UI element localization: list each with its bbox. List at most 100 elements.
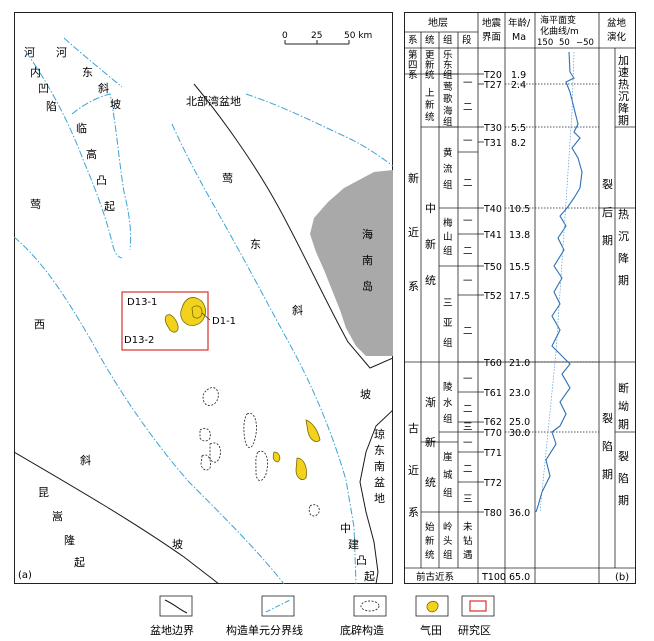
label-qiongdongnan-2: 东 [374,444,385,457]
diapir-structure [243,412,257,448]
age-12: 30.0 [509,428,530,439]
sys-paleogene-2: 近 [408,464,419,477]
stage-accel-4: 沉 [618,90,629,103]
stage-fault-2: 坳 [618,399,629,413]
unit-boundary [171,123,357,584]
member-1: 一 [463,78,473,89]
stage-accel-6: 期 [618,114,629,127]
header-age-2: Ma [512,32,526,43]
header-group: 组 [443,34,453,46]
label-lingao-3: 凸 [96,174,107,187]
scale-bar: 0 25 50 km [282,31,372,45]
gas-field [272,451,281,463]
stage-riftdep-3: 期 [618,494,629,507]
member-8: 二 [463,326,473,337]
label-yingxi-2: 斜 [80,454,91,467]
stage-thermal-1: 热 [618,208,629,221]
sys-pre-paleogene: 前古近系 [416,571,454,583]
strat-frame [404,12,636,584]
age-8: 17.5 [509,291,530,302]
group-yinggehai-1: 莺 [443,81,453,93]
group-ledong-1: 乐 [443,49,453,61]
age-13: 36.0 [509,508,530,519]
header-seismic-1: 地震 [482,17,502,29]
horizon-t70: T70 [483,428,502,439]
label-hedong-1: 河 [56,46,67,59]
member-7: 一 [463,276,473,287]
stage-accel-1: 加 [618,54,629,67]
diapir-structure [308,504,320,517]
map-panel: D13-1 D13-2 D1-1 0 25 50 km 北部湾盆地 河 内 凹 … [14,12,393,584]
member-5: 一 [463,216,473,227]
series-miocene-1: 中 [425,202,436,215]
group-sanya-2: 亚 [443,318,453,329]
legend-label-study-area: 研究区 [458,623,491,637]
stage-fault-3: 期 [618,418,629,431]
age-3: 5.5 [511,123,526,134]
not-drilled-3: 遇 [463,550,473,561]
gas-field [295,457,307,480]
label-hedong-4: 坡 [110,98,121,111]
stage-rift-3: 期 [602,468,613,481]
stage-thermal-4: 期 [618,274,629,287]
basin-boundary [14,451,220,584]
legend-basin-boundary: 盆地边界 [150,595,194,637]
group-meishan-2: 山 [443,232,453,243]
leader-line [201,312,211,321]
stage-accel-2: 速 [618,66,629,79]
horizon-t40: T40 [483,204,502,215]
horizon-t80: T80 [483,508,502,519]
label-hainan-3: 岛 [362,279,373,293]
horizon-t52: T52 [483,291,502,302]
not-drilled-1: 未 [463,521,473,533]
legend-label-gas-field: 气田 [420,623,442,637]
group-ledong-3: 组 [443,69,453,81]
sea-level-reference [539,51,575,513]
member-6: 二 [463,246,473,257]
diapir-structure [202,387,219,406]
member-9: 一 [463,374,473,385]
stage-thermal-3: 降 [618,251,629,265]
label-yingdong-3: 斜 [292,304,303,317]
series-holocene-2: 新 [425,59,435,71]
horizon-t71: T71 [483,448,502,459]
strat-panel: 地层 系 统 组 段 地震 界面 年龄/ Ma 海平面变 化曲线/m 150 5… [404,12,636,584]
label-lingao-1: 临 [76,121,87,135]
label-zhongjian-2: 建 [348,537,359,551]
label-hanei-2: 内 [30,65,41,79]
group-huangliu-1: 黄 [443,147,453,159]
header-age-1: 年龄/ [508,17,531,29]
sys-quaternary-3: 系 [408,70,418,81]
sys-neogene-3: 系 [408,280,419,293]
series-eocene-1: 始 [425,521,435,533]
label-yingdong-4: 坡 [360,388,371,401]
label-kunsong-2: 嵩 [52,510,63,523]
horizon-t20: T20 [483,70,502,81]
basin-boundary [193,83,393,369]
stage-fault-1: 断 [618,381,629,395]
group-sanya-1: 三 [443,298,453,309]
age-11: 25.0 [509,417,530,428]
label-yingdong-2: 东 [250,238,261,251]
label-kunsong-3: 隆 [64,533,75,547]
age-6: 13.8 [509,230,530,241]
unit-boundary [25,51,123,259]
header-system: 系 [408,35,418,46]
stage-accel-3: 热 [618,78,629,91]
hainan-island [310,170,393,356]
header-sea-tick-2: 50 [559,38,570,48]
series-pliocene-2: 新 [425,99,435,111]
label-lingao-4: 起 [104,200,115,213]
label-qiongdongnan-5: 地 [374,492,385,505]
stage-accel-5: 降 [618,101,629,115]
sys-neogene-2: 近 [408,226,419,239]
stage-rift-1: 裂 [602,412,613,425]
unit-boundary [71,93,132,251]
group-lingtou-2: 头 [443,535,453,547]
member-3: 一 [463,136,473,147]
series-eocene-2: 新 [425,535,435,547]
series-oligocene-3: 统 [425,476,436,489]
diapir-structure [255,450,269,481]
group-sanya-3: 组 [443,337,453,349]
group-lingshui-2: 水 [443,397,453,409]
